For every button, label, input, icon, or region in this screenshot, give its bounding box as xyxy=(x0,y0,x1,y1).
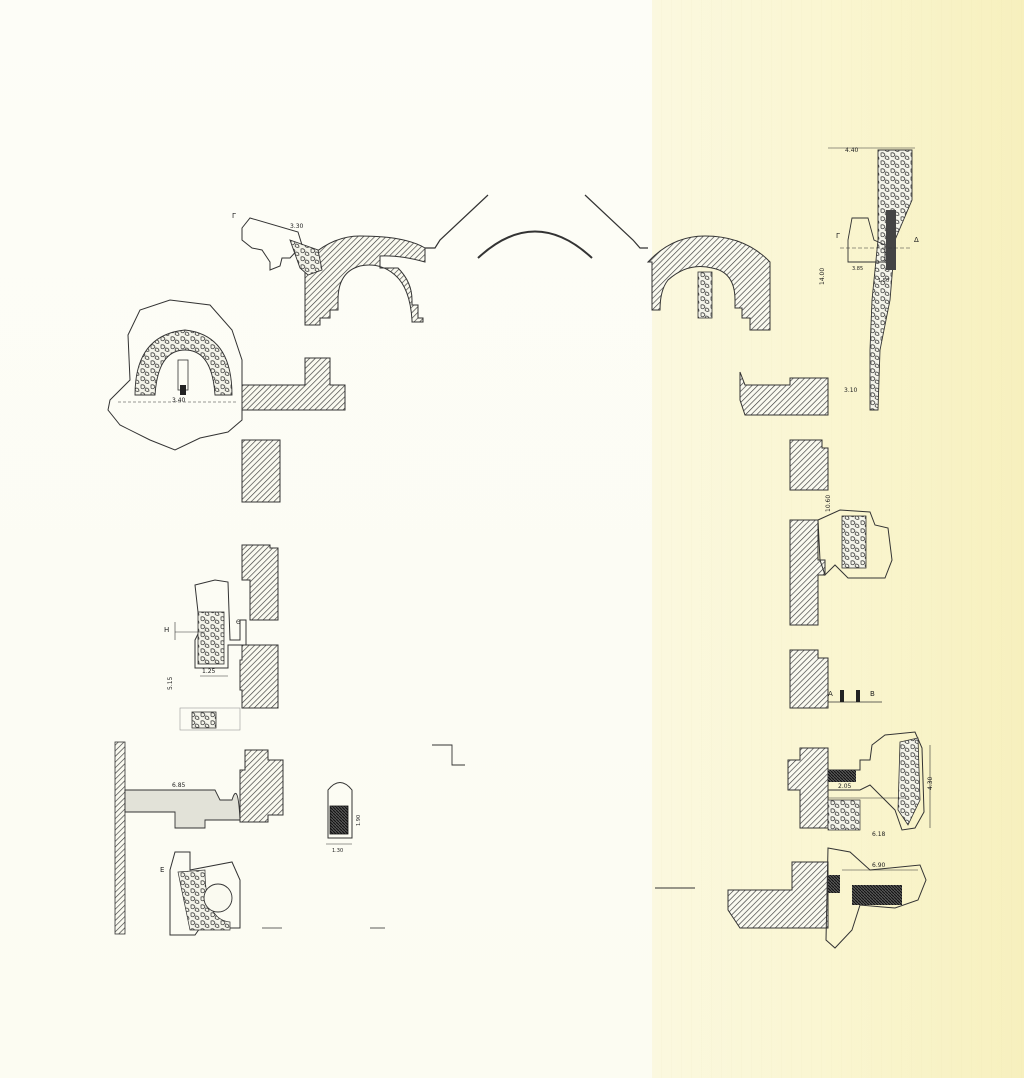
section-mark-b: B xyxy=(870,690,875,698)
right-wall-section: 4.40 Γ Δ 3.85 1.50 14.00 3.10 10.60 xyxy=(819,147,919,512)
chapel-nw-dim: 3.40 xyxy=(172,397,186,404)
niche-width-dim: 1.25 xyxy=(202,668,216,675)
left-arch xyxy=(304,235,426,326)
right-arch-inner-stone xyxy=(697,271,713,319)
section-mark-theta: Θ xyxy=(236,619,241,626)
right-arch xyxy=(646,235,771,331)
apse-arches xyxy=(304,194,771,331)
left-page xyxy=(0,0,652,1078)
right-length-dim: 10.60 xyxy=(825,495,832,512)
right-bottom-dim: 3.10 xyxy=(844,387,858,394)
sw-width-dim: 2.05 xyxy=(838,783,852,790)
right-height-dim: 14.00 xyxy=(819,268,826,285)
tower-nw-dim: 3.30 xyxy=(290,223,304,230)
sw-length-dim: 6.18 xyxy=(872,831,886,838)
door-height-dim: 1.90 xyxy=(356,815,362,826)
section-mark-gamma-right: Γ xyxy=(836,232,840,240)
right-wall xyxy=(655,371,829,929)
sw-height-dim: 4.30 xyxy=(927,776,934,790)
section-ab: A B xyxy=(828,690,882,703)
section-mark-a: A xyxy=(828,690,833,698)
niche-height-dim: 5.15 xyxy=(167,676,174,690)
right-mid-dim: 3.85 xyxy=(852,266,863,272)
right-low-dim: 1.50 xyxy=(878,278,889,284)
se-length-dim: 6.90 xyxy=(872,862,886,869)
chapel-nw-detail: 3.40 xyxy=(107,299,243,451)
central-arc xyxy=(477,230,593,259)
left-wall xyxy=(239,357,346,823)
section-mark-e: E xyxy=(160,866,164,874)
doorway-detail: 1.30 1.90 xyxy=(326,744,465,854)
right-top-dim: 4.40 xyxy=(845,147,859,154)
right-page xyxy=(652,0,1024,1078)
right-room-detail xyxy=(817,509,893,579)
tower-nw-detail: 3.30 Γ xyxy=(232,212,323,276)
section-mark-gamma: Γ xyxy=(232,212,236,220)
section-mark-delta: Δ xyxy=(914,236,919,244)
annex-se-detail: 2.05 4.30 6.18 6.90 xyxy=(825,731,934,949)
annex-width-dim: 6.85 xyxy=(172,782,186,789)
niche-left-detail: H Θ 1.25 5.15 xyxy=(164,579,247,731)
section-mark-h: H xyxy=(164,626,169,634)
annex-sw-detail: 6.85 E xyxy=(114,741,385,936)
door-width-dim: 1.30 xyxy=(332,848,343,854)
